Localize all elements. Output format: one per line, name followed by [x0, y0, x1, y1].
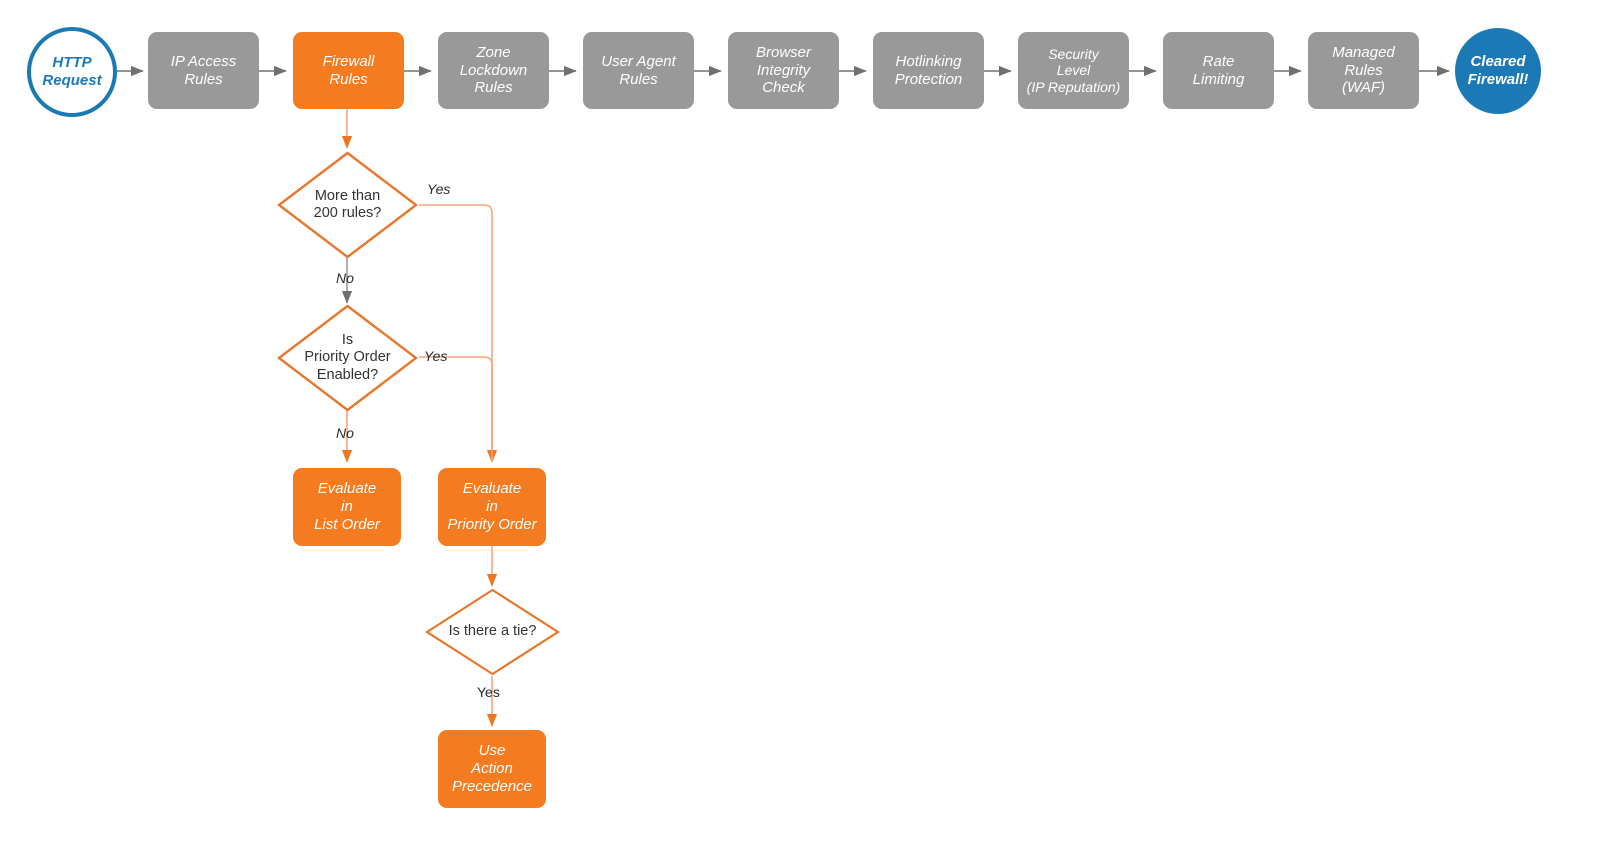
node-ip-access-rules[interactable]: IP Access Rules — [148, 32, 259, 109]
node-use-action-precedence[interactable]: Use Action Precedence — [438, 730, 546, 808]
diamond-shape — [425, 588, 560, 676]
edge-label-no-more-than-200: No — [336, 270, 354, 286]
node-label: IP Access Rules — [170, 52, 237, 88]
node-label: Firewall Rules — [322, 52, 375, 88]
node-label: Is Priority Order Enabled? — [304, 331, 391, 383]
node-evaluate-in-priority-order[interactable]: Evaluate in Priority Order — [438, 468, 546, 546]
node-label: Browser Integrity Check — [755, 43, 811, 97]
node-is-there-a-tie[interactable]: Is there a tie? — [425, 588, 560, 676]
node-label: Use Action Precedence — [451, 742, 533, 795]
node-label: Cleared Firewall! — [1467, 53, 1529, 88]
node-label: Managed Rules (WAF) — [1332, 43, 1395, 97]
node-label: Is there a tie? — [448, 623, 537, 640]
node-evaluate-in-list-order[interactable]: Evaluate in List Order — [293, 468, 401, 546]
edge-label-yes-there-is-a-tie: Yes — [477, 684, 500, 700]
node-label: More than 200 rules? — [313, 187, 382, 221]
diamond-shape — [277, 151, 418, 259]
node-label: Hotlinking Protection — [894, 52, 963, 88]
diamond-shape — [277, 304, 418, 412]
edge-label-yes-priority-order: Yes — [424, 348, 448, 364]
node-security-level[interactable]: Security Level (IP Reputation) — [1018, 32, 1129, 109]
node-is-priority-order-enabled[interactable]: Is Priority Order Enabled? — [277, 304, 418, 412]
node-managed-rules-waf[interactable]: Managed Rules (WAF) — [1308, 32, 1419, 109]
node-browser-integrity-check[interactable]: Browser Integrity Check — [728, 32, 839, 109]
node-label: Evaluate in Priority Order — [447, 480, 537, 533]
node-hotlinking-protection[interactable]: Hotlinking Protection — [873, 32, 984, 109]
node-more-than-200-rules[interactable]: More than 200 rules? — [277, 151, 418, 259]
node-label: Zone Lockdown Rules — [459, 43, 528, 97]
node-label: Evaluate in List Order — [314, 480, 380, 533]
edge-label-yes-more-than-200: Yes — [427, 181, 451, 197]
node-label: User Agent Rules — [601, 52, 676, 88]
node-firewall-rules[interactable]: Firewall Rules — [293, 32, 404, 109]
node-label: Security Level (IP Reputation) — [1026, 45, 1121, 95]
node-zone-lockdown-rules[interactable]: Zone Lockdown Rules — [438, 32, 549, 109]
node-cleared-firewall[interactable]: Cleared Firewall! — [1455, 28, 1541, 114]
edge-more-than-200-yes — [419, 204, 498, 463]
edge-label-no-priority-order: No — [336, 425, 354, 441]
node-http-request[interactable]: HTTP Request — [27, 27, 117, 117]
node-label: HTTP Request — [42, 54, 102, 89]
edge-priority-order-yes — [419, 356, 493, 462]
node-user-agent-rules[interactable]: User Agent Rules — [583, 32, 694, 109]
node-rate-limiting[interactable]: Rate Limiting — [1163, 32, 1274, 109]
node-label: Rate Limiting — [1192, 52, 1245, 88]
